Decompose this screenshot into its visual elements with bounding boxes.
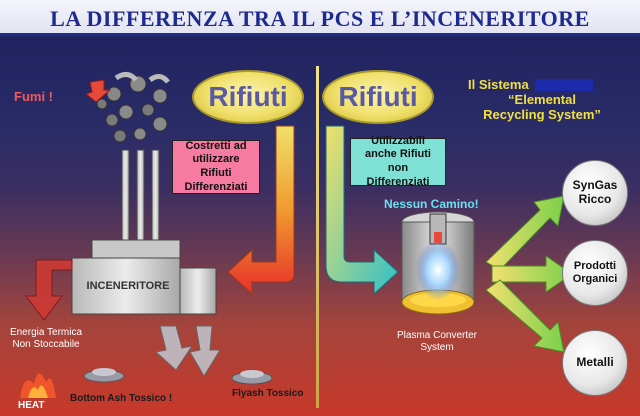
energy-arrow-icon — [25, 259, 73, 321]
redacted-block — [534, 79, 593, 92]
plasma-converter-label: Plasma Converter System — [396, 330, 478, 353]
output-metalli: Metalli — [562, 330, 628, 396]
capability-box: Utilizzabili anche Rifiuti non Differenz… — [350, 135, 446, 188]
page-title: LA DIFFERENZA TRA IL PCS E L’INCENERITOR… — [50, 6, 590, 31]
bottom-ash-label: Bottom Ash Tossico ! — [70, 393, 173, 404]
heat-label: HEAT — [18, 400, 45, 411]
rifiuti-label-left: Rifiuti — [208, 81, 288, 112]
constraint-box: Costretti ad utilizzare Rifiuti Differen… — [172, 140, 260, 194]
system-title: Il Sistema “Elemental Recycling System” — [462, 77, 622, 123]
rifiuti-label-right: Rifiuti — [338, 81, 418, 112]
feed-arrow-icon — [227, 125, 295, 296]
fumi-label: Fumi ! — [14, 89, 53, 104]
output-prodotti-organici: Prodotti Organici — [562, 240, 628, 306]
system-line3: Recycling System” — [483, 106, 601, 122]
incinerator-label: INCENERITORE — [86, 280, 170, 292]
rifiuti-pill-right: Rifiuti — [322, 70, 434, 124]
center-divider — [316, 66, 319, 408]
system-line1: Il Sistema — [468, 77, 529, 92]
smoke-icon — [96, 75, 168, 143]
title-bar: LA DIFFERENZA TRA IL PCS E L’INCENERITOR… — [0, 0, 640, 36]
energy-label: Energia Termica Non Stoccabile — [9, 327, 83, 350]
output-syngas: SynGas Ricco — [562, 160, 628, 226]
no-chimney-label: Nessun Camino! — [384, 197, 479, 211]
flyash-label: Flyash Tossico — [232, 388, 304, 399]
right-feed-arrow-icon — [325, 125, 399, 296]
flame-icon — [20, 373, 56, 398]
rifiuti-pill-left: Rifiuti — [192, 70, 304, 124]
plasma-converter-icon — [401, 211, 475, 315]
fumi-arrow-icon — [84, 79, 112, 103]
chimney-icon — [121, 149, 160, 243]
incinerator-icon — [71, 239, 217, 315]
system-line2: “Elemental — [508, 91, 576, 107]
